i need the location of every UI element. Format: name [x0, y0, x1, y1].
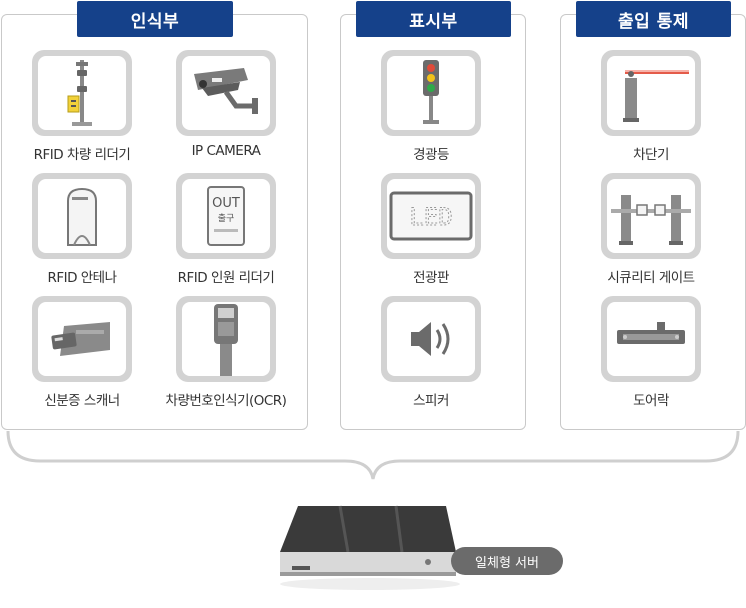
- id-card-scanner-icon: [51, 322, 110, 356]
- ip-camera-label: IP CAMERA: [191, 143, 261, 159]
- server-label: 일체형 서버: [451, 547, 563, 575]
- license-plate-ocr-label: 차량번호인식기(OCR): [165, 393, 287, 409]
- id-card-scanner-label: 신분증 스캐너: [44, 393, 120, 409]
- barrier-gate-icon: [623, 70, 689, 122]
- security-gate-label: 시큐리티 게이트: [607, 270, 695, 286]
- access-title: 출입 통제: [576, 1, 731, 37]
- rfid-vehicle-reader-icon: [67, 60, 92, 126]
- rfid-personnel-reader-icon: OUT 출구: [207, 186, 245, 246]
- display-title: 표시부: [356, 1, 511, 37]
- license-plate-ocr-icon: [214, 304, 238, 376]
- security-gate-icon: [611, 195, 691, 245]
- warning-light-label: 경광등: [413, 147, 449, 163]
- led-signboard-label: 전광판: [413, 270, 449, 286]
- speaker-label: 스피커: [413, 393, 449, 409]
- grouping-brace: [6, 430, 740, 480]
- recognition-title: 인식부: [77, 1, 233, 37]
- rfid-antenna-label: RFID 안테나: [47, 270, 117, 286]
- speaker-icon: [411, 322, 450, 356]
- integrated-server-icon: [280, 505, 460, 590]
- rfid-personnel-reader-label: RFID 인원 리더기: [177, 270, 275, 286]
- door-lock-icon: [617, 322, 685, 344]
- rfid-antenna-icon: [67, 187, 97, 246]
- led-signboard-icon: LED: [389, 191, 473, 241]
- door-lock-label: 도어락: [633, 393, 669, 409]
- warning-light-icon: [423, 60, 439, 124]
- barrier-gate-label: 차단기: [633, 147, 669, 163]
- led-sign-text: LED: [409, 203, 452, 231]
- exit-sign-text: 출구: [218, 213, 235, 224]
- rfid-vehicle-reader-label: RFID 차량 리더기: [33, 147, 131, 163]
- ip-camera-icon: [194, 68, 258, 114]
- out-sign-text: OUT: [212, 196, 240, 211]
